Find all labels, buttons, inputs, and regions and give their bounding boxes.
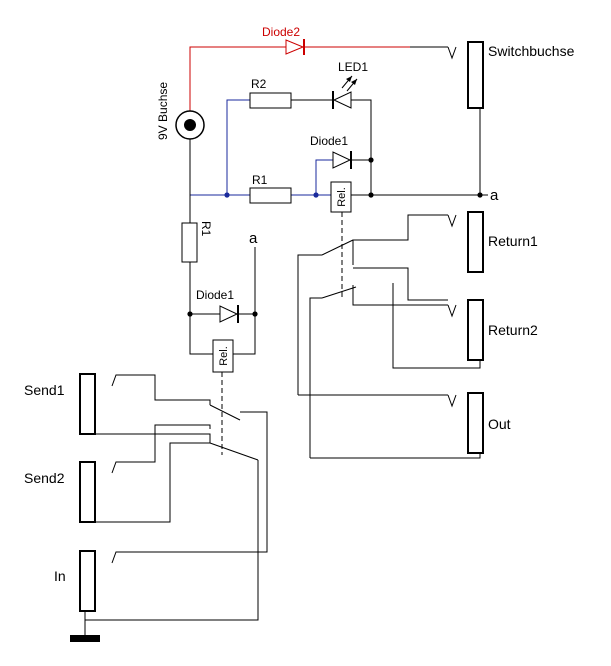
diode1-bottom-symbol: [190, 305, 255, 323]
jack-switchbuchse: [467, 41, 484, 109]
a-right-label: a: [490, 187, 499, 204]
r1-horizontal-label: R1: [252, 173, 268, 187]
junction-dot: [368, 157, 374, 163]
resistor-r1-vertical: [181, 222, 198, 263]
a-left-label: a: [249, 230, 258, 247]
led1-label: LED1: [338, 60, 368, 74]
junction-dot: [187, 311, 193, 317]
jack-send1: [79, 373, 96, 435]
relay-top-coil: [330, 181, 352, 213]
resistor-r1-horizontal: [249, 187, 292, 204]
jack-in: [79, 550, 96, 612]
led1-symbol: [332, 75, 358, 109]
diode2-label: Diode2: [262, 25, 300, 39]
junction-dot: [224, 192, 230, 198]
jack-in-label: In: [54, 568, 66, 584]
diode2-symbol: [285, 39, 305, 55]
r1-vertical-label: R1: [199, 221, 213, 237]
dc-jack-9v: [175, 110, 205, 140]
junction-dot: [368, 192, 374, 198]
jack-out-label: Out: [488, 416, 511, 432]
diode1-top-symbol: [332, 151, 352, 169]
diode1-bottom-label: Diode1: [196, 288, 234, 302]
jack-send2-label: Send2: [24, 470, 65, 486]
junction-dot: [313, 192, 319, 198]
diode1-top-label: Diode1: [310, 134, 348, 148]
top-switch-wires: [297, 214, 481, 459]
junction-dot: [252, 311, 258, 317]
relay-bottom-coil: [212, 339, 234, 373]
power-path: [190, 99, 333, 196]
bottom-switch-wires: [85, 374, 268, 621]
jack-return1-label: Return1: [488, 233, 538, 249]
r2-label: R2: [251, 77, 267, 91]
ground-symbol: [70, 635, 100, 642]
diode2-path: [189, 46, 410, 112]
resistor-r2: [249, 92, 292, 109]
relay-bottom-label: Rel.: [218, 346, 230, 366]
jack-out: [467, 392, 484, 454]
jack-switchbuchse-label: Switchbuchse: [488, 43, 575, 59]
jack-send1-label: Send1: [24, 382, 65, 398]
jack-send2: [79, 461, 96, 523]
relay-top-label: Rel.: [336, 187, 348, 207]
jack-return2: [467, 299, 484, 361]
jack-return1: [467, 211, 484, 273]
buchse-label: 9V Buchse: [156, 82, 170, 140]
jack-return2-label: Return2: [488, 322, 538, 338]
